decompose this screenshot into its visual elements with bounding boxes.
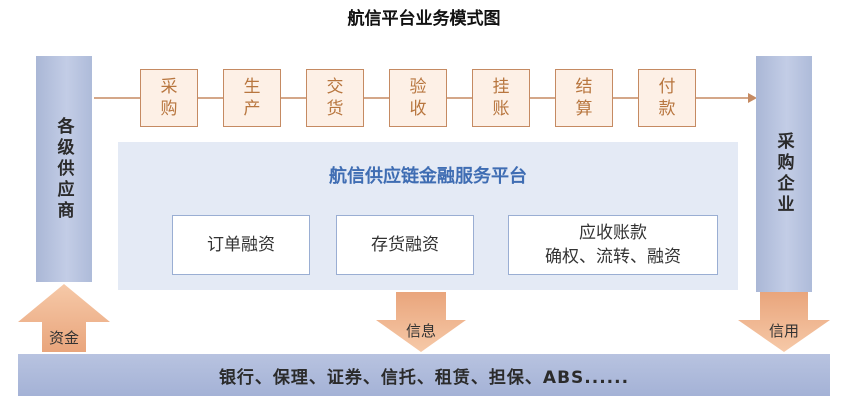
diagram-title: 航信平台业务模式图 [347,9,501,29]
flow-step: 结算 [555,69,613,127]
supplier-label: 各级供应商 [53,116,74,222]
platform-title: 航信供应链金融服务平台 [329,166,527,187]
credit-arrow [738,292,830,352]
credit-label: 信用 [768,322,799,340]
flow-step: 交货 [306,69,364,127]
order-financing-box: 订单融资 [172,215,310,275]
buyer-label: 采购企业 [773,132,794,216]
inventory-financing-box: 存货融资 [336,215,474,275]
receivables-financing-box: 应收账款 确权、流转、融资 [508,215,718,275]
supplier-block: 各级供应商 [36,56,92,282]
funds-label: 资金 [48,329,79,347]
flow-step: 生产 [223,69,281,127]
flow-step: 采购 [140,69,198,127]
flow-step: 付款 [638,69,696,127]
information-arrow [376,292,466,352]
flow-step: 挂账 [472,69,530,127]
flow-arrowhead [748,93,757,103]
institutions-bar: 银行、保理、证券、信托、租赁、担保、ABS...... [18,354,830,396]
flow-step: 验收 [389,69,447,127]
institutions-label: 银行、保理、证券、信托、租赁、担保、ABS...... [218,367,630,388]
funds-arrow [18,284,110,352]
buyer-block: 采购企业 [756,56,812,292]
information-label: 信息 [405,322,436,340]
